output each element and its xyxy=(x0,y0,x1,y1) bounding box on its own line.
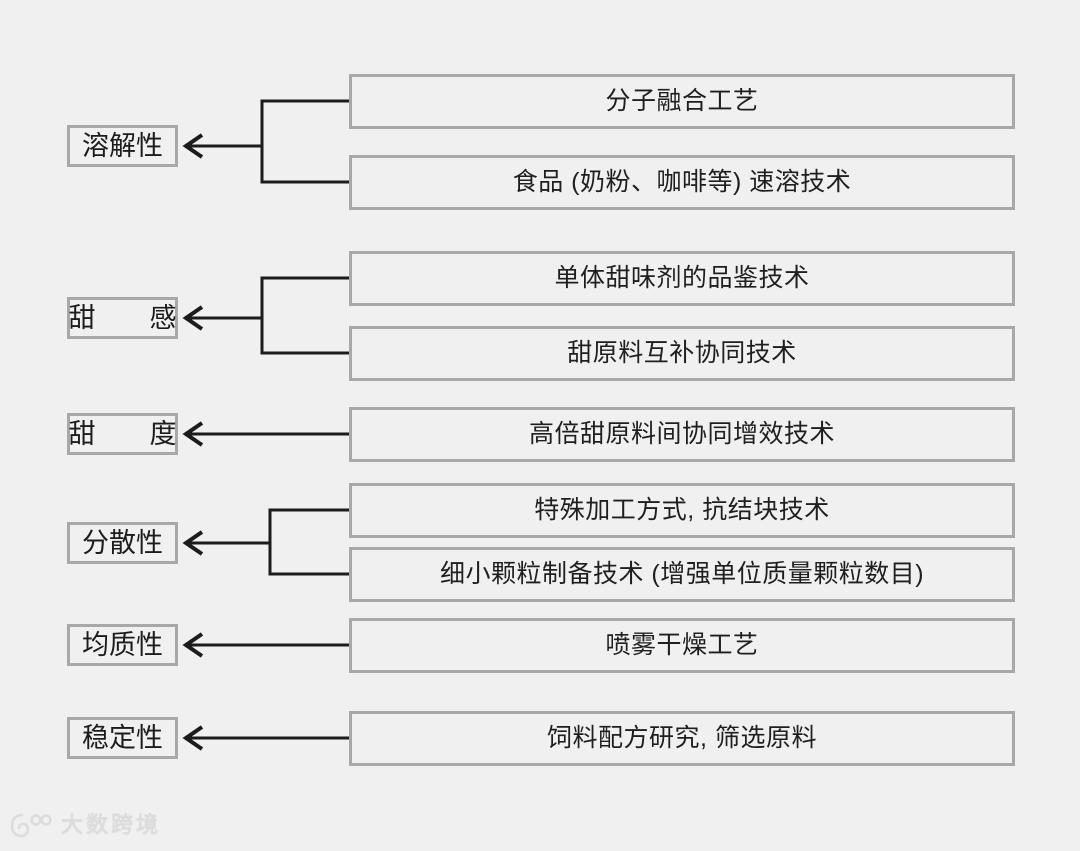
technique-label: 单体甜味剂的品鉴技术 xyxy=(554,264,810,292)
property-box-solubility[interactable]: 溶解性 xyxy=(67,125,178,167)
watermark-text: 大数跨境 xyxy=(61,812,162,837)
technique-box-row6-1[interactable]: 饲料配方研究, 筛选原料 xyxy=(349,711,1015,766)
property-label: 溶解性 xyxy=(82,130,163,161)
property-label: 甜 度 xyxy=(68,418,177,449)
property-box-stability[interactable]: 稳定性 xyxy=(67,717,178,759)
arrowhead-row3 xyxy=(182,421,204,447)
property-box-homogeneity[interactable]: 均质性 xyxy=(67,624,178,666)
property-box-sweetness-perception[interactable]: 甜 感 xyxy=(67,297,178,339)
arrowhead-row6 xyxy=(182,725,204,751)
technique-label: 甜原料互补协同技术 xyxy=(567,339,797,367)
technique-box-row4-2[interactable]: 细小颗粒制备技术 (增强单位质量颗粒数目) xyxy=(349,547,1015,602)
property-box-dispersibility[interactable]: 分散性 xyxy=(67,522,178,564)
technique-label: 食品 (奶粉、咖啡等) 速溶技术 xyxy=(512,168,852,196)
arrowhead-row2 xyxy=(182,305,204,331)
property-label: 稳定性 xyxy=(82,722,163,753)
property-label: 均质性 xyxy=(82,629,163,660)
technique-label: 饲料配方研究, 筛选原料 xyxy=(547,724,817,752)
arrowhead-row1 xyxy=(182,133,204,159)
technique-box-row2-2[interactable]: 甜原料互补协同技术 xyxy=(349,326,1015,381)
technique-box-row5-1[interactable]: 喷雾干燥工艺 xyxy=(349,618,1015,673)
technique-box-row2-1[interactable]: 单体甜味剂的品鉴技术 xyxy=(349,251,1015,306)
technique-label: 高倍甜原料间协同增效技术 xyxy=(528,420,835,448)
technique-label: 细小颗粒制备技术 (增强单位质量颗粒数目) xyxy=(439,560,925,588)
property-label: 分散性 xyxy=(82,527,163,558)
technique-box-row4-1[interactable]: 特殊加工方式, 抗结块技术 xyxy=(349,483,1015,538)
technique-box-row1-1[interactable]: 分子融合工艺 xyxy=(349,74,1015,129)
technique-box-row3-1[interactable]: 高倍甜原料间协同增效技术 xyxy=(349,407,1015,462)
logo-mark-icon xyxy=(10,813,52,838)
technique-label: 喷雾干燥工艺 xyxy=(605,631,759,659)
watermark: 大数跨境 xyxy=(10,812,161,838)
technique-label: 分子融合工艺 xyxy=(605,87,759,115)
arrowhead-row5 xyxy=(182,632,204,658)
property-label: 甜 感 xyxy=(68,302,177,333)
technique-box-row1-2[interactable]: 食品 (奶粉、咖啡等) 速溶技术 xyxy=(349,155,1015,210)
technique-label: 特殊加工方式, 抗结块技术 xyxy=(534,496,830,524)
arrowhead-row4 xyxy=(182,530,204,556)
property-box-sweetness-intensity[interactable]: 甜 度 xyxy=(67,413,178,455)
